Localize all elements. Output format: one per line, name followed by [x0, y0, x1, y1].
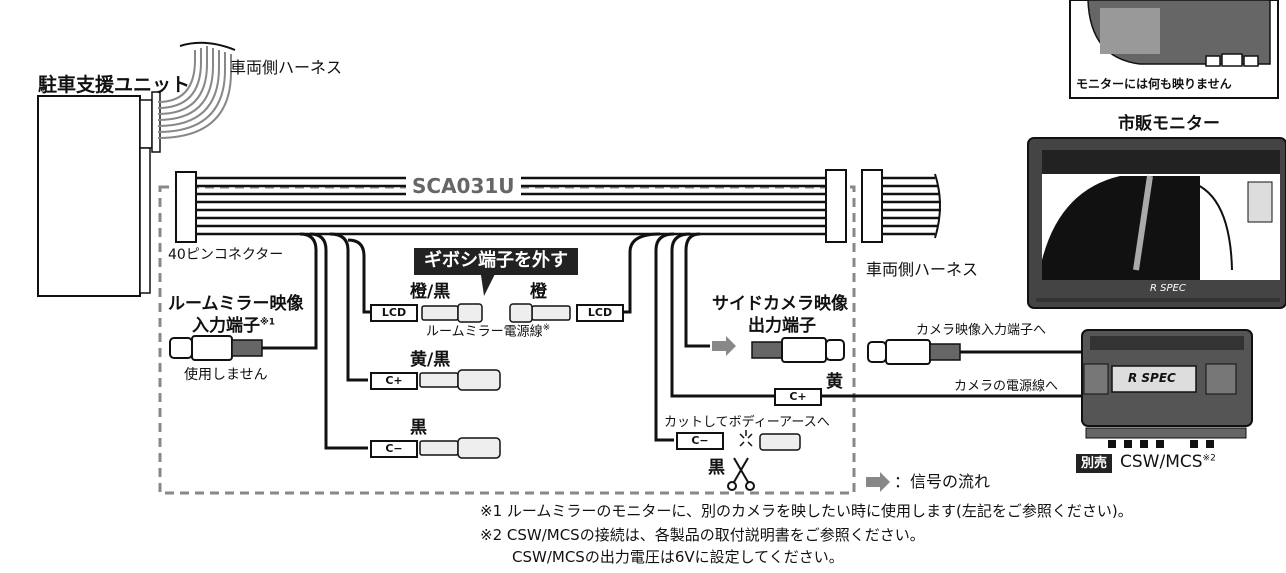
note-1: ※1 ルームミラーのモニターに、別のカメラを映したい時に使用します(左記をご参照…	[480, 502, 1133, 520]
note-3: CSW/MCSの出力電圧は6Vに設定してください。	[512, 548, 844, 566]
mirror-input-note: 使用しません	[184, 367, 268, 383]
c-minus-connector-right: C−	[676, 432, 724, 450]
harness-right-label: 車両側ハーネス	[866, 260, 979, 279]
csw-name: CSW/MCS※2	[1120, 452, 1216, 472]
mirror-power-label: ルームミラー電源線※	[426, 323, 551, 340]
wire-orange-black: 橙/黒	[410, 282, 451, 302]
parking-assist-unit-label: 駐車支援ユニット	[38, 74, 191, 96]
wire-yellow: 黄	[826, 372, 843, 392]
mirror-input-line1: ルームミラー映像	[168, 294, 304, 314]
c-plus-connector-left: C+	[370, 372, 418, 390]
csw-mcs-box	[1081, 329, 1253, 448]
callout-pointer	[480, 268, 498, 296]
monitor-image	[1027, 137, 1286, 309]
lcd-connector-left: LCD	[370, 304, 418, 322]
parking-assist-unit	[37, 91, 161, 297]
c-plus-connector-right: C+	[774, 388, 822, 406]
connector-40pin-left	[175, 171, 197, 243]
camera-video-in-label: カメラ映像入力端子へ	[916, 323, 1047, 338]
vehicle-harness-right	[882, 173, 941, 239]
room-mirror-image	[1069, 0, 1279, 99]
gibo-terminals	[419, 303, 801, 459]
product-name: SCA031U	[406, 176, 521, 196]
scissors-icon	[727, 457, 755, 491]
wire-black-cut: 黒	[708, 458, 725, 478]
side-camera-line2: 出力端子	[748, 316, 816, 336]
c-minus-connector-left: C−	[370, 440, 418, 458]
signal-arrows	[712, 336, 890, 492]
side-camera-line1: サイドカメラ映像	[712, 294, 848, 314]
csw-brand: R SPEC	[1128, 371, 1176, 385]
harness-top	[157, 41, 236, 139]
mirror-note: モニターには何も映りません	[1076, 77, 1232, 91]
legend-label: ：信号の流れ	[894, 472, 991, 491]
camera-power-label: カメラの電源線へ	[954, 379, 1059, 394]
lcd-connector-right: LCD	[576, 304, 624, 322]
connector-right-a	[825, 169, 847, 243]
connector-right-b	[861, 169, 883, 243]
harness-top-label: 車両側ハーネス	[230, 58, 343, 77]
rca-plug-side-camera	[751, 337, 845, 363]
note-2: ※2 CSW/MCSの接続は、各製品の取付説明書をご参照ください。	[480, 526, 925, 544]
csw-badge: 別売	[1076, 454, 1113, 473]
connector-40pin-label: 40ピンコネクター	[168, 247, 284, 263]
monitor-title: 市販モニター	[1118, 114, 1220, 134]
mirror-input-line2: 入力端子※1	[192, 316, 276, 336]
monitor-brand: R SPEC	[1150, 283, 1186, 294]
branch-wires-right	[622, 232, 1082, 442]
wire-yellow-black: 黄/黒	[410, 350, 451, 370]
rca-plug-camera-input	[867, 339, 1082, 365]
wire-orange: 橙	[530, 282, 547, 302]
rca-plug-mirror-input	[169, 335, 263, 361]
wire-black: 黒	[410, 418, 427, 438]
cut-spark-icon	[739, 430, 753, 447]
branch-wires-left	[238, 232, 372, 450]
cut-ground-label: カットしてボディーアースへ	[664, 415, 830, 430]
callout-remove-terminal: ギボシ端子を外す	[414, 248, 578, 275]
